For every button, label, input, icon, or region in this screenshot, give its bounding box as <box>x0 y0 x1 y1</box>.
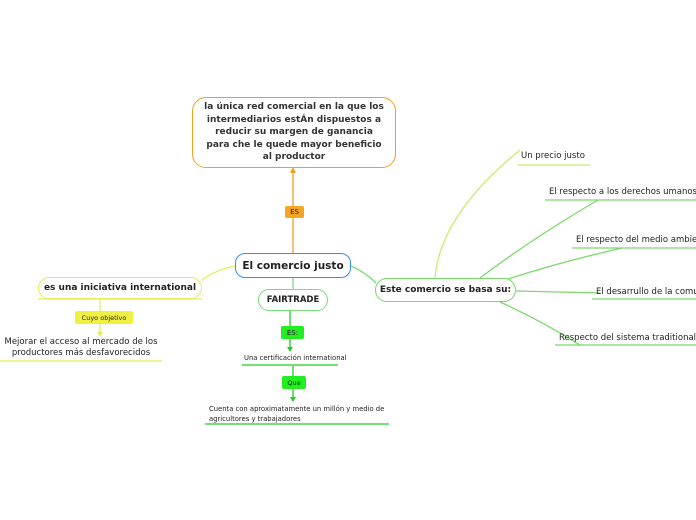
connector-que-label: Que <box>282 376 306 389</box>
link-central-iniciativa <box>201 265 236 281</box>
link-central-basa <box>350 265 377 284</box>
definition-text: la única red comercial en la que los int… <box>204 102 384 163</box>
goal-node[interactable]: Mejorar el acceso al mercado de los prod… <box>4 337 158 358</box>
basa-item-sistema[interactable]: Respecto del sistema traditional <box>559 333 696 343</box>
central-topic[interactable]: El comercio justo <box>235 253 351 278</box>
basa-item-derechos[interactable]: El respecto a los derechos umanos <box>549 187 696 197</box>
basa-title: Este comercio se basa su: <box>379 285 512 295</box>
connector-es-label: ES <box>285 206 304 218</box>
arrow-definition <box>290 167 296 173</box>
certification-node[interactable]: Una certificación international <box>244 354 347 362</box>
fairtrade-node[interactable]: FAIRTRADE <box>258 289 328 311</box>
fairtrade-title: FAIRTRADE <box>266 295 320 305</box>
iniciativa-node[interactable]: es una iniciativa international <box>38 277 202 299</box>
basa-item-precio[interactable]: Un precio justo <box>521 151 585 161</box>
arrow-goal <box>97 332 103 337</box>
central-topic-title: El comercio justo <box>242 259 344 272</box>
arrow-cert <box>287 347 293 352</box>
link-basa-sistema <box>499 301 581 346</box>
link-basa-derechos <box>479 199 599 279</box>
basa-item-desarrollo[interactable]: El desarrullo de la comunidad <box>596 287 696 297</box>
connector-cuyo-label: Cuyo objetivo <box>75 311 133 324</box>
arrow-detail <box>290 397 296 402</box>
basa-item-medio[interactable]: El respecto del medio ambiente <box>576 235 696 245</box>
iniciativa-title: es una iniciativa international <box>43 283 197 293</box>
connector-es2-label: ES: <box>281 326 304 339</box>
link-basa-medio <box>504 247 623 281</box>
detail-node[interactable]: Cuenta con aproximatamente un millón y m… <box>209 405 385 423</box>
link-basa-precio <box>434 149 521 279</box>
link-basa-desarrollo <box>515 290 601 294</box>
definition-node[interactable]: la única red comercial en la que los int… <box>192 97 396 168</box>
basa-node[interactable]: Este comercio se basa su: <box>375 278 516 302</box>
